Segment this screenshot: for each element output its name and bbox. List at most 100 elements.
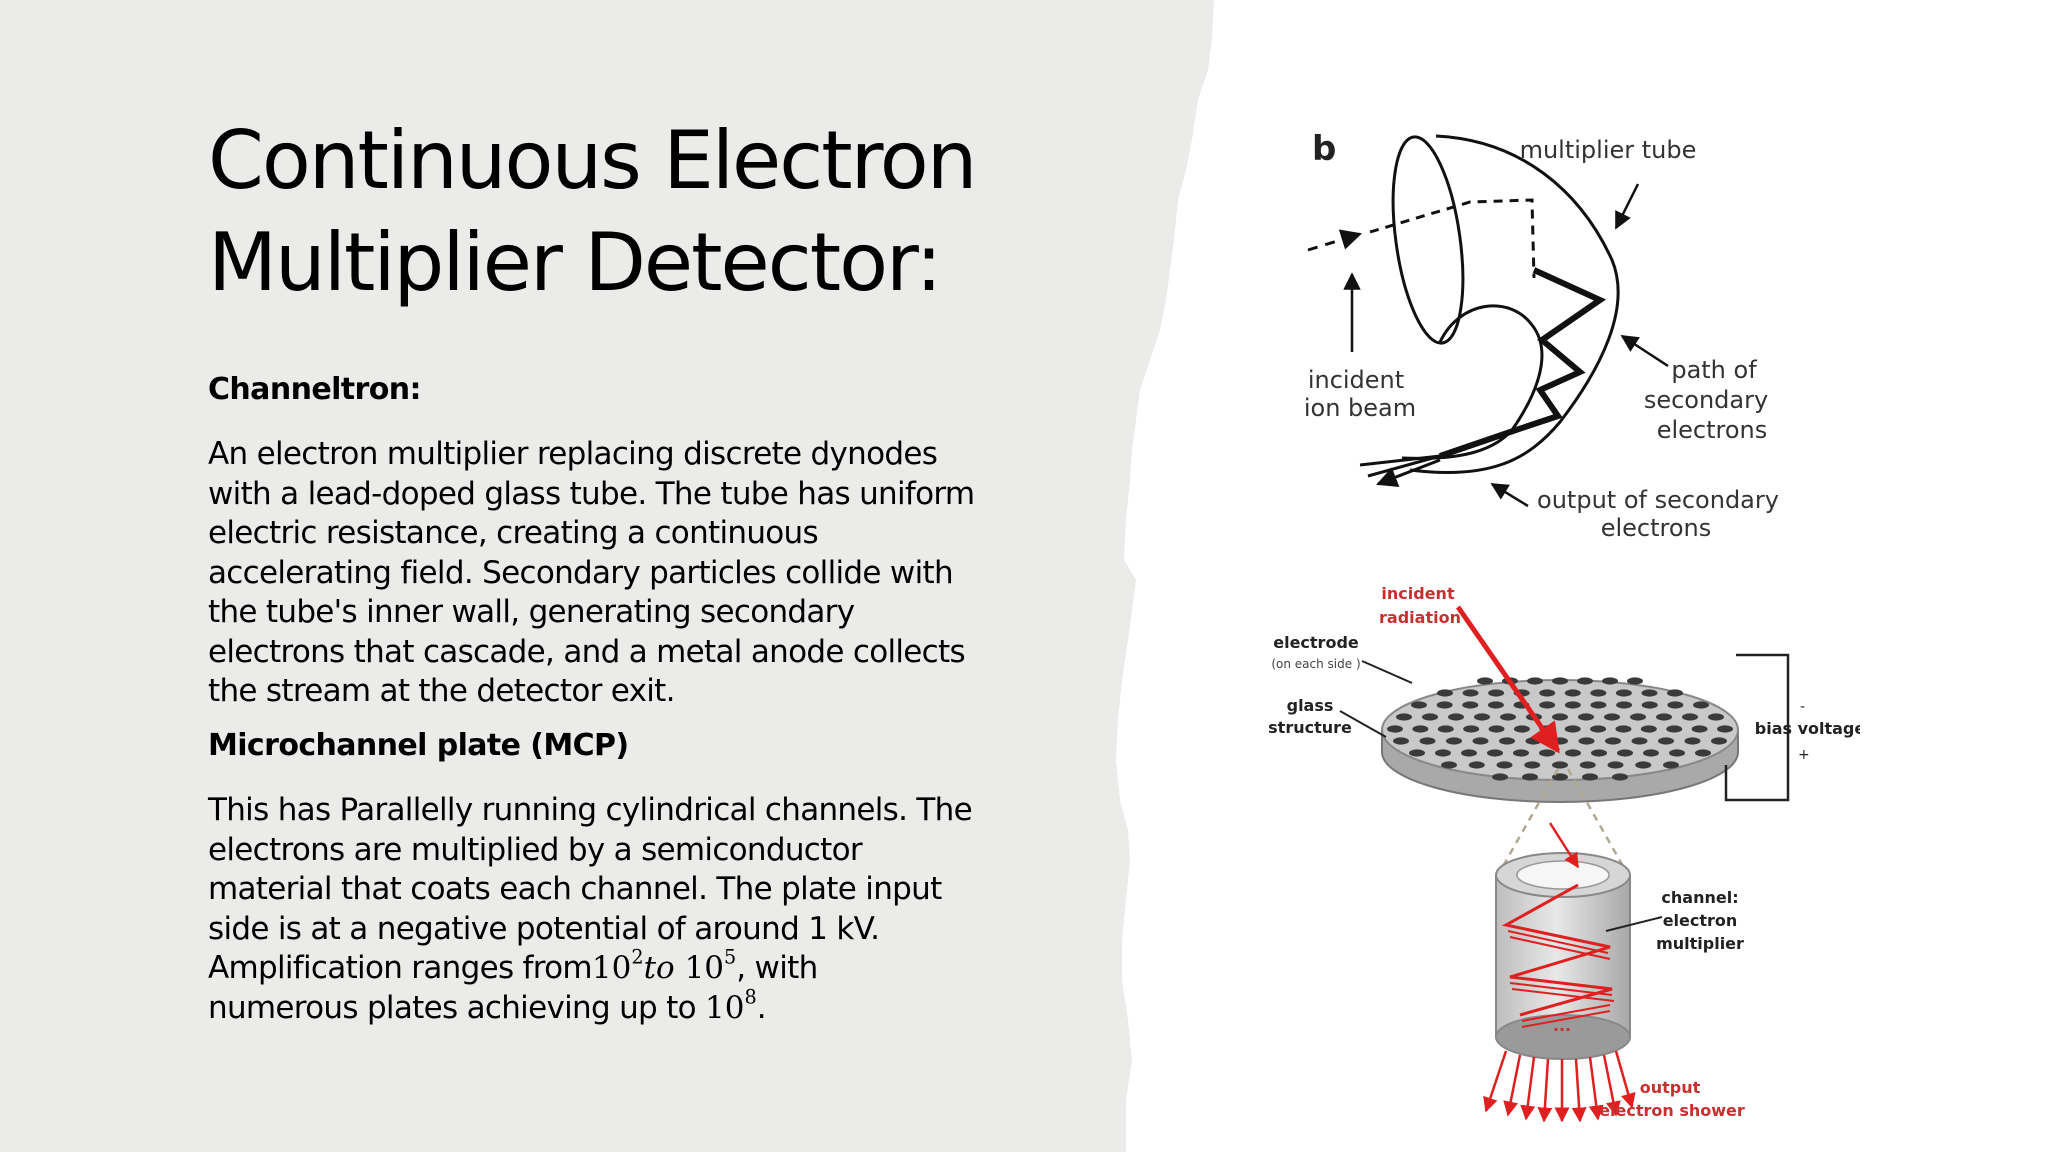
plates-suffix: . — [756, 989, 767, 1026]
bias-circuit — [1724, 653, 1790, 802]
channel-hole — [1640, 725, 1657, 733]
output-electron-shower — [1483, 1050, 1636, 1123]
channel-hole — [1617, 749, 1633, 757]
channel-hole — [1527, 677, 1543, 685]
paragraph-line: with a lead-doped glass tube. The tube h… — [208, 475, 975, 512]
label-bias-voltage: bias voltage — [1755, 719, 1860, 738]
channel-hole — [1684, 737, 1701, 745]
mcp-paragraph: This has Parallelly running cylindrical … — [208, 791, 1028, 1028]
channel-incident-arrow — [1548, 822, 1580, 869]
label-channel-2: electron — [1663, 911, 1738, 930]
math-base: 10 — [684, 950, 725, 986]
channel-hole — [1448, 713, 1464, 721]
paragraph-line: An electron multiplier replacing discret… — [208, 436, 938, 472]
channel-hole — [1590, 725, 1607, 733]
channel-hole — [1539, 689, 1556, 697]
amplification-line: Amplification ranges from102to 105, with — [208, 945, 1028, 989]
channel-hole — [1582, 773, 1598, 781]
label-electrode-sub: (on each side ) — [1271, 657, 1360, 671]
label-path-3: electrons — [1657, 416, 1768, 444]
amplification-prefix: Amplification ranges from — [208, 950, 593, 986]
channel-hole — [1564, 725, 1581, 733]
channel-hole — [1441, 761, 1457, 769]
label-glass-1: glass — [1287, 696, 1334, 715]
channel-hole — [1591, 749, 1607, 757]
channel-hole — [1695, 749, 1711, 757]
channel-hole — [1641, 689, 1658, 697]
channeltron-figure: b multiplier tube incident ion beam path… — [1304, 129, 1779, 542]
channel-opening — [1516, 860, 1610, 890]
output-arrows — [1360, 454, 1441, 484]
channel-hole — [1693, 701, 1709, 709]
label-incident-1: incident — [1308, 366, 1404, 394]
channel-hole — [1552, 773, 1568, 781]
paragraph-line: material that coats each channel. The pl… — [208, 871, 942, 907]
paragraph-line: electric resistance, creating a continuo… — [208, 515, 819, 551]
tube-mouth — [1391, 135, 1465, 345]
mcp-heading: Microchannel plate (MCP) — [208, 728, 629, 763]
channel-hole — [1631, 737, 1648, 745]
incident-beam-inner — [1369, 198, 1536, 279]
label-output-2: electron shower — [1599, 1101, 1745, 1120]
secondary-electron-path — [1439, 267, 1607, 459]
math-word: to — [643, 950, 675, 986]
channel-hole — [1437, 725, 1454, 733]
channel-hole — [1691, 725, 1708, 733]
label-path-2: secondary — [1644, 386, 1768, 414]
label-electrode: electrode — [1273, 633, 1359, 652]
title-line-2: Multiplier Detector: — [208, 216, 942, 309]
paragraph-line: electrons are multiplied by a semiconduc… — [208, 831, 863, 868]
channel-hole — [1499, 737, 1515, 745]
channel-hole — [1412, 725, 1429, 733]
channel-hole — [1711, 737, 1727, 745]
channel-hole — [1422, 713, 1438, 721]
channel-hole — [1615, 725, 1632, 733]
plates-math: 108 — [705, 987, 757, 1026]
channel-hole — [1396, 713, 1412, 721]
label-arrow-tube — [1614, 183, 1640, 230]
channel-dots: ... — [1553, 1016, 1571, 1035]
channel-hole — [1411, 701, 1427, 709]
paragraph-line: This has Parallelly running cylindrical … — [208, 792, 973, 828]
channel-hole — [1522, 773, 1538, 781]
shower-arrow — [1588, 1056, 1604, 1121]
label-incident-radiation-1: incident — [1381, 584, 1455, 603]
channel-electron-bundle — [1507, 930, 1615, 1028]
bias-plus: + — [1798, 747, 1810, 763]
channel-hole — [1539, 749, 1555, 757]
channel-hole — [1627, 677, 1643, 685]
channel-hole — [1409, 749, 1425, 757]
glass-pointer — [1339, 710, 1387, 738]
channel-hole — [1604, 713, 1620, 721]
channel-hole — [1578, 737, 1595, 745]
paragraph-line: side is at a negative potential of aroun… — [208, 910, 880, 947]
shower-arrow — [1602, 1054, 1621, 1117]
channel-hole — [1682, 713, 1698, 721]
channel-hole — [1474, 713, 1490, 721]
channel-hole — [1462, 689, 1479, 697]
channel-hole — [1462, 701, 1479, 709]
label-arrow-path — [1620, 334, 1669, 368]
electrode-pointer — [1361, 660, 1413, 684]
label-incident-radiation-2: radiation — [1379, 608, 1461, 627]
label-multiplier-tube: multiplier tube — [1520, 136, 1697, 164]
channel-hole — [1419, 737, 1436, 745]
channel-hole — [1658, 737, 1674, 745]
paragraph-line: electrons that cascade, and a metal anod… — [208, 633, 966, 670]
channel-hole — [1477, 677, 1493, 685]
channel-hole — [1500, 713, 1516, 721]
channel-hole — [1552, 761, 1568, 769]
channel-hole — [1641, 701, 1658, 709]
channel-hole — [1577, 677, 1593, 685]
channel-hole — [1513, 749, 1529, 757]
shower-arrow — [1614, 1050, 1636, 1109]
bias-minus: - — [1800, 699, 1805, 715]
label-output-2: electrons — [1601, 514, 1712, 542]
math-exponent: 5 — [724, 945, 737, 969]
channel-hole — [1590, 701, 1607, 709]
channel-hole — [1492, 773, 1508, 781]
channel-hole — [1488, 725, 1505, 733]
channel-hole — [1564, 701, 1581, 709]
incident-beam-path — [1307, 229, 1363, 252]
channel-hole — [1525, 737, 1542, 745]
